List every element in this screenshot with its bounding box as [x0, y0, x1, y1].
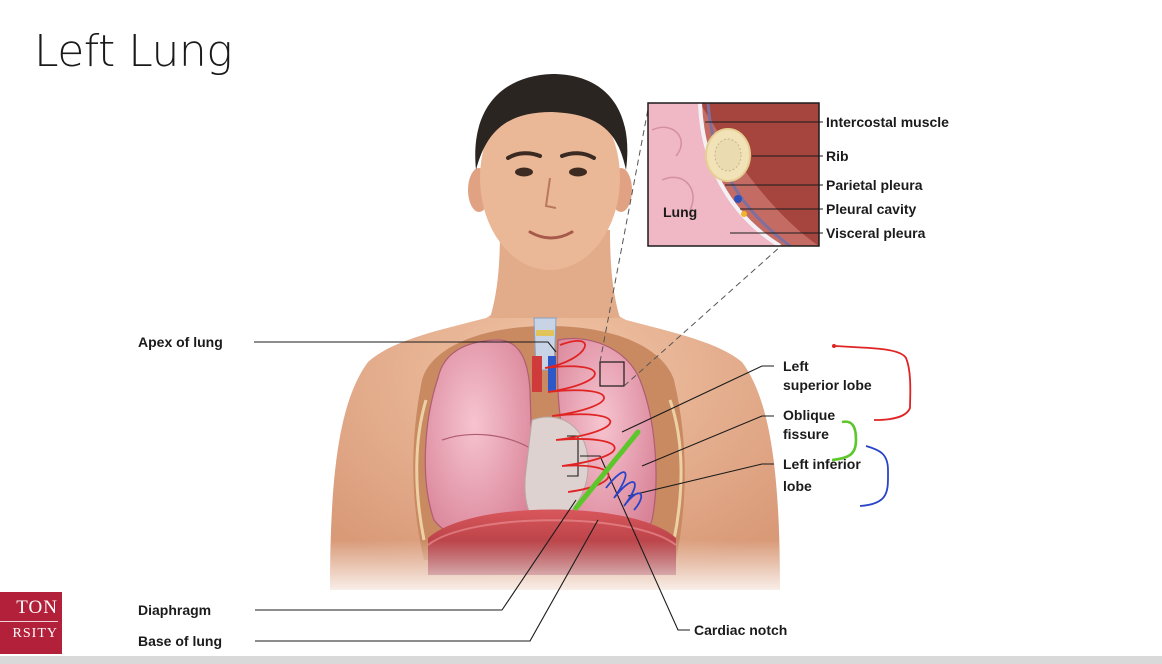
logo-rule: [0, 621, 58, 622]
label-left-superior-lobe-line2: superior lobe: [783, 377, 872, 393]
label-oblique-fissure-line1: Oblique: [783, 407, 835, 423]
label-parietal-pleura: Parietal pleura: [826, 177, 923, 193]
label-visceral-pleura: Visceral pleura: [826, 225, 926, 241]
superior-lobe-bracket: [833, 345, 912, 421]
label-left-superior-lobe-line1: Left: [783, 358, 809, 374]
zoom-box: [599, 361, 625, 387]
label-rib: Rib: [826, 148, 849, 164]
logo-line2: RSITY: [12, 626, 58, 641]
annotation-fissure-line: [573, 429, 641, 511]
zoom-line-lower: [623, 245, 782, 387]
zoom-line-upper: [599, 103, 650, 363]
label-oblique-fissure-line2: fissure: [783, 426, 829, 442]
label-base-of-lung: Base of lung: [138, 633, 222, 649]
label-left-inferior-lobe-line2: lobe: [783, 478, 812, 494]
pleura-inset: [648, 103, 819, 246]
slide-title: Left Lung: [34, 26, 233, 77]
inferior-lobe-bracket: [859, 445, 889, 507]
university-logo: TON RSITY: [0, 592, 62, 654]
torso-illustration: [320, 74, 790, 600]
label-apex-of-lung: Apex of lung: [138, 334, 223, 350]
label-intercostal-muscle: Intercostal muscle: [826, 114, 949, 130]
label-pleural-cavity: Pleural cavity: [826, 201, 916, 217]
label-diaphragm: Diaphragm: [138, 602, 211, 618]
inset-frame: [647, 102, 820, 247]
inset-lung-label: Lung: [663, 204, 697, 220]
annotation-inferior-zigzag: [605, 471, 643, 511]
label-cardiac-notch: Cardiac notch: [694, 622, 787, 638]
fissure-bracket: [831, 420, 858, 462]
slide-bottom-bar: [0, 656, 1162, 664]
label-left-inferior-lobe-line1: Left inferior: [783, 456, 861, 472]
logo-line1: TON: [16, 597, 58, 618]
annotation-superior-zigzag: [544, 339, 616, 493]
